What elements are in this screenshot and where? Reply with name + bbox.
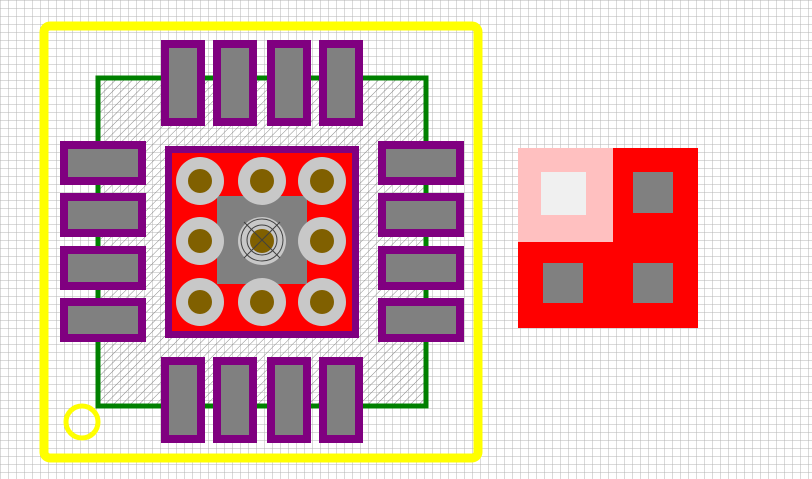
pad-copper: [386, 201, 456, 229]
pad-left-2[interactable]: [60, 193, 146, 237]
pad-left-1[interactable]: [60, 141, 146, 185]
pad-copper: [68, 306, 138, 334]
via-2-0[interactable]: [176, 278, 224, 326]
pad-right-4[interactable]: [378, 298, 464, 342]
courtyard-outline[interactable]: [95, 75, 429, 409]
via-drill-hole: [310, 290, 334, 314]
via-1-0[interactable]: [176, 217, 224, 265]
pad-bottom-3[interactable]: [267, 357, 311, 443]
pad-top-4[interactable]: [319, 40, 363, 126]
pad-top-1[interactable]: [161, 40, 205, 126]
via-0-1[interactable]: [238, 157, 286, 205]
pad-copper: [275, 365, 303, 435]
via-drill-hole: [188, 290, 212, 314]
pads-bottom-side: [161, 357, 363, 443]
pad-bottom-4[interactable]: [319, 357, 363, 443]
pad-right-2[interactable]: [378, 193, 464, 237]
via-drill-hole: [250, 290, 274, 314]
pad-copper: [68, 254, 138, 282]
via-drill-hole: [250, 229, 274, 253]
pad-copper: [327, 48, 355, 118]
pad-bottom-1[interactable]: [161, 357, 205, 443]
pad-copper: [386, 254, 456, 282]
pad-copper: [169, 365, 197, 435]
preview-pad-2[interactable]: [633, 172, 673, 213]
via-1-2[interactable]: [298, 217, 346, 265]
pad-right-1[interactable]: [378, 141, 464, 185]
pads-top-side: [161, 40, 363, 126]
pad-copper: [169, 48, 197, 118]
via-drill-hole: [250, 169, 274, 193]
pad-copper: [68, 149, 138, 177]
via-drill-hole: [188, 169, 212, 193]
footprint-preview[interactable]: [518, 148, 698, 328]
pad-right-3[interactable]: [378, 246, 464, 290]
preview-pad-3[interactable]: [543, 263, 583, 303]
pad-copper: [386, 149, 456, 177]
via-drill-hole: [310, 169, 334, 193]
thermal-vias: [176, 157, 346, 326]
via-2-2[interactable]: [298, 278, 346, 326]
via-1-1[interactable]: [238, 217, 286, 265]
origin-crosshair-icon: [240, 218, 284, 262]
pad-bottom-2[interactable]: [213, 357, 257, 443]
preview-pad-1[interactable]: [541, 172, 586, 215]
via-2-1[interactable]: [238, 278, 286, 326]
pad-copper: [327, 365, 355, 435]
pads-right-side: [378, 141, 464, 342]
pad-left-3[interactable]: [60, 246, 146, 290]
via-drill-hole: [310, 229, 334, 253]
pad-copper: [275, 48, 303, 118]
pad-top-3[interactable]: [267, 40, 311, 126]
silkscreen-outline[interactable]: [39, 21, 483, 463]
via-drill-hole: [188, 229, 212, 253]
pad-top-2[interactable]: [213, 40, 257, 126]
via-0-0[interactable]: [176, 157, 224, 205]
preview-pad-4[interactable]: [633, 263, 673, 303]
pad-left-4[interactable]: [60, 298, 146, 342]
pad-copper: [221, 365, 249, 435]
pad-copper: [68, 201, 138, 229]
pin1-marker[interactable]: [63, 403, 101, 441]
via-0-2[interactable]: [298, 157, 346, 205]
pads-left-side: [60, 141, 146, 342]
pad-copper: [221, 48, 249, 118]
pad-copper: [386, 306, 456, 334]
